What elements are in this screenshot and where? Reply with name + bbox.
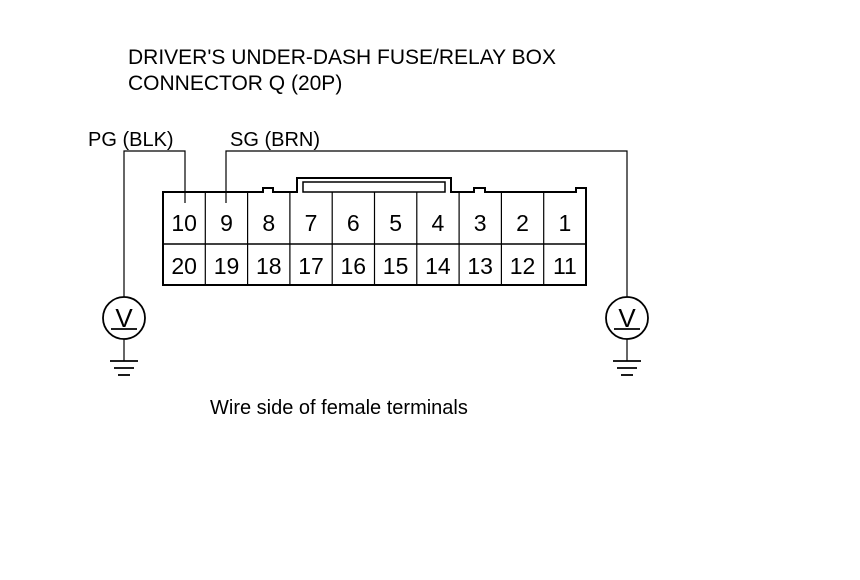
pin-number: 18 [256,253,282,279]
pin-number: 2 [516,210,529,236]
pin-number: 4 [432,210,445,236]
pin-number: 9 [220,210,233,236]
wire-pg-lead [123,150,186,297]
pin-number: 14 [425,253,451,279]
pin-number: 8 [262,210,275,236]
connector-lock-rail [302,181,446,193]
pin-number: 6 [347,210,360,236]
voltmeter-right-icon: V [605,296,649,361]
connector-cell-dividers [204,192,545,285]
pin-number: 17 [298,253,324,279]
pin-number: 11 [553,253,577,279]
pin-number: 15 [383,253,409,279]
pin-number: 19 [214,253,240,279]
pin-number: 10 [171,210,197,236]
svg-text:V: V [115,303,133,333]
pin-number: 13 [467,253,493,279]
svg-text:V: V [618,303,636,333]
voltmeter-left-icon: V [102,296,146,361]
wire-label-sg-brn: SG (BRN) [230,129,320,151]
title-line-2: CONNECTOR Q (20P) [128,72,342,95]
caption: Wire side of female terminals [210,397,468,419]
pin-number: 5 [389,210,402,236]
pin-number: 7 [305,210,318,236]
wire-sg-lead [225,150,628,297]
title-line-1: DRIVER'S UNDER-DASH FUSE/RELAY BOX [128,46,556,69]
connector-outline [162,177,587,286]
connector-top-row: 10 9 8 7 6 5 4 3 2 1 [171,210,571,236]
ground-left-icon [110,360,138,376]
pin-number: 20 [171,253,197,279]
ground-right-icon [613,360,641,376]
pin-number: 16 [341,253,367,279]
pin-number: 12 [510,253,536,279]
pin-number: 3 [474,210,487,236]
pin-number: 1 [559,210,572,236]
wire-label-pg-blk: PG (BLK) [88,129,174,151]
connector-bottom-row: 20 19 18 17 16 15 14 13 12 11 [171,253,576,279]
